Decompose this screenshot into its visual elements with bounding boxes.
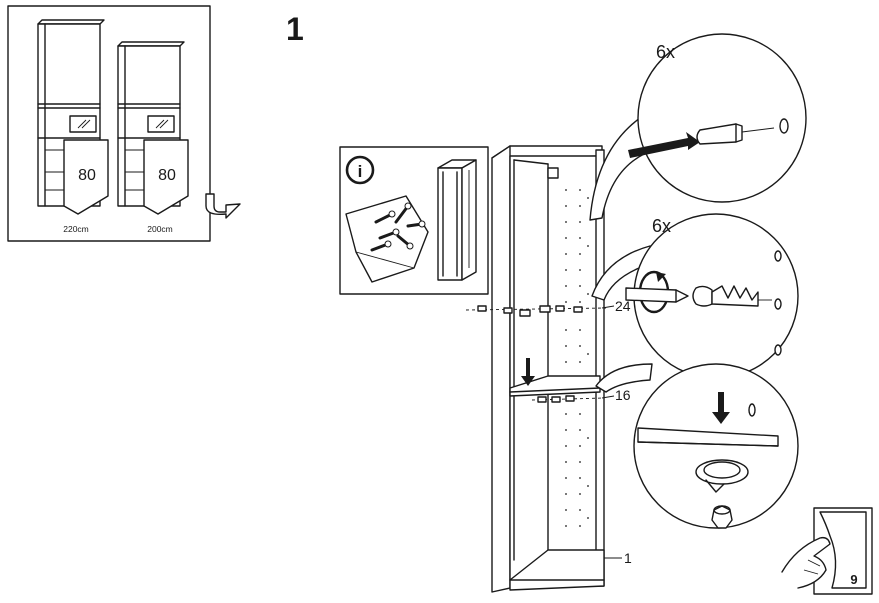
info-panel: i <box>339 146 489 295</box>
info-icon-glyph: i <box>358 162 363 181</box>
main-cabinet-illustration <box>465 145 607 593</box>
cabinet-220-illustration <box>37 19 109 215</box>
cabinet-200-illustration <box>117 41 189 215</box>
shelf-hole-pattern <box>565 189 589 527</box>
info-frame <box>339 146 489 295</box>
cabinet-frame-illustration <box>437 159 477 281</box>
detail-top-count: 6x <box>656 42 675 62</box>
detail-middle-count: 6x <box>652 216 671 236</box>
shelf-down-arrow-icon <box>521 358 535 386</box>
parts-bag-illustration <box>345 195 429 283</box>
detail-cam-screw: 6x <box>591 213 799 379</box>
overview-panel: 80 80 220cm 200cm <box>7 5 211 242</box>
lock-down-arrow-icon <box>712 392 730 424</box>
door-label-200: 80 <box>158 167 176 184</box>
detail-dowel-insert: 6x <box>589 33 807 221</box>
height-label-200: 200cm <box>147 224 173 234</box>
height-label-220: 220cm <box>63 224 89 234</box>
door-label-220: 80 <box>78 167 96 184</box>
shelf-pin-row <box>531 395 605 403</box>
insert-arrow-icon <box>628 132 700 158</box>
callout-shelf-pins: 16 <box>615 387 631 403</box>
overview-frame <box>7 5 211 242</box>
next-page-number: 9 <box>850 572 857 587</box>
callout-bottom: 1 <box>624 550 632 566</box>
next-page-indicator: 9 <box>781 507 873 595</box>
info-icon <box>345 155 375 185</box>
turn-arrow-icon <box>205 193 241 219</box>
page-turn-hand-icon <box>781 536 831 589</box>
step-number: 1 <box>286 11 304 47</box>
dowel-row-upper <box>465 305 607 317</box>
detail-shelf-lock <box>595 363 799 529</box>
callout-holes: 24 <box>615 298 631 314</box>
